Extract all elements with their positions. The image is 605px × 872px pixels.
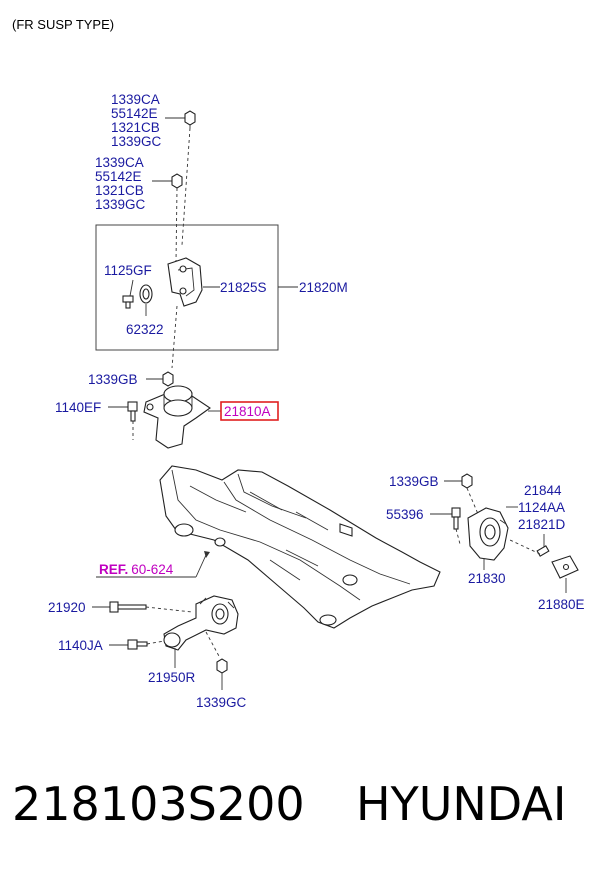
- bolt-icon: [127, 639, 148, 650]
- part-label[interactable]: 62322: [126, 322, 164, 337]
- bracket-group-box: [95, 224, 279, 351]
- hex-nut-icon: [184, 110, 196, 128]
- part-label[interactable]: 21830: [468, 571, 506, 586]
- part-label[interactable]: 55142E: [111, 106, 158, 121]
- diagram-header: (FR SUSP TYPE): [12, 17, 114, 32]
- bolt-icon: [109, 601, 147, 613]
- part-label[interactable]: 1339GC: [111, 134, 162, 149]
- hex-nut-icon: [162, 371, 174, 387]
- label-group-top-1: 1339CA 55142E 1321CB 1339GC: [111, 92, 162, 149]
- part-label[interactable]: 21821D: [518, 517, 566, 532]
- part-label[interactable]: 21880E: [538, 597, 585, 612]
- part-label[interactable]: 1321CB: [95, 183, 144, 198]
- transmission-mount-icon: [467, 507, 509, 561]
- footer-part-number: 218103S200: [12, 777, 305, 831]
- label-group-top-2: 1339CA 55142E 1321CB 1339GC: [95, 155, 146, 212]
- roll-rod-mount-icon: [163, 595, 239, 651]
- reference-label[interactable]: REF.60-624: [99, 562, 174, 577]
- hex-nut-icon: [171, 173, 183, 189]
- part-label[interactable]: 21950R: [148, 670, 196, 685]
- bolt-icon: [122, 295, 134, 309]
- part-label[interactable]: 1140JA: [58, 638, 103, 653]
- part-label[interactable]: 55396: [386, 507, 424, 522]
- part-label[interactable]: 1339GB: [88, 372, 138, 387]
- bushing-icon: [139, 284, 153, 304]
- subframe-icon: [159, 465, 441, 629]
- part-label[interactable]: 1339CA: [111, 92, 160, 107]
- part-label[interactable]: 21844: [524, 483, 562, 498]
- part-label[interactable]: 1339GC: [95, 197, 146, 212]
- engine-mount-icon: [143, 385, 211, 449]
- hex-nut-icon: [216, 658, 228, 674]
- part-label[interactable]: 1124AA: [518, 500, 565, 515]
- part-label[interactable]: 1321CB: [111, 120, 160, 135]
- part-label[interactable]: 55142E: [95, 169, 142, 184]
- bolt-icon: [127, 401, 138, 422]
- part-label[interactable]: 21920: [48, 600, 86, 615]
- part-label[interactable]: 1339CA: [95, 155, 144, 170]
- part-label[interactable]: 1339GC: [196, 695, 247, 710]
- bolt-icon: [536, 545, 550, 557]
- reference-number: 60-624: [131, 562, 174, 577]
- part-label[interactable]: 21825S: [220, 280, 267, 295]
- cover-plate-icon: [551, 555, 579, 579]
- part-label[interactable]: 1339GB: [389, 474, 439, 489]
- bracket-icon: [167, 257, 203, 307]
- hex-nut-icon: [461, 473, 473, 489]
- part-label[interactable]: 1125GF: [104, 263, 152, 278]
- part-label-highlighted[interactable]: 21810A: [224, 404, 271, 419]
- footer-brand: HYUNDAI: [356, 777, 566, 831]
- bolt-icon: [451, 507, 461, 530]
- highlight-box: [220, 401, 279, 421]
- part-label[interactable]: 1140EF: [55, 400, 101, 415]
- label-group-right: 21844 1124AA 21821D: [518, 483, 566, 532]
- reference-prefix: REF.: [99, 562, 128, 577]
- part-label[interactable]: 21820M: [299, 280, 348, 295]
